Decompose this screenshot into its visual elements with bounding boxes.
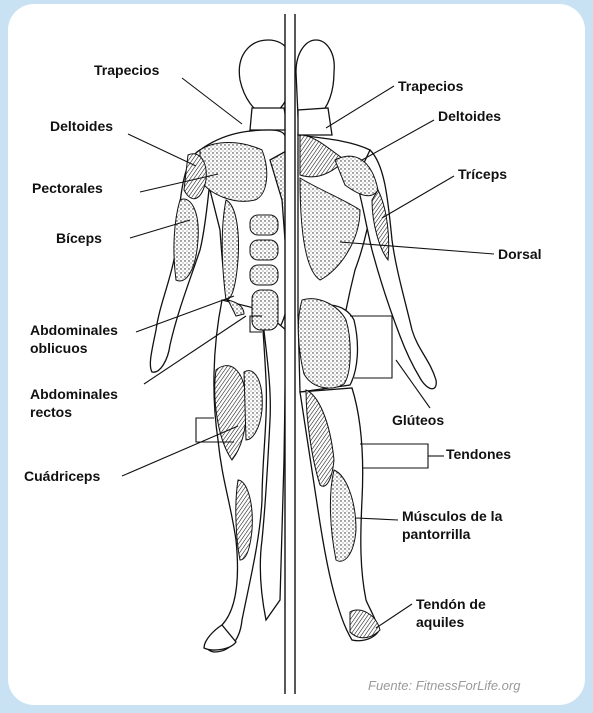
label-abdominales-oblicuos-line2: oblicuos xyxy=(30,340,88,357)
label-cuadriceps: Cuádriceps xyxy=(24,468,100,485)
label-dorsal: Dorsal xyxy=(498,246,542,263)
label-biceps: Bíceps xyxy=(56,230,102,247)
leader-dorsal xyxy=(340,242,494,254)
label-pantorrilla-line2: pantorrilla xyxy=(402,526,470,543)
front-body-figure xyxy=(150,40,293,652)
label-tendones: Tendones xyxy=(446,446,511,463)
label-abdominales-rectos-line2: rectos xyxy=(30,404,72,421)
label-deltoides-front: Deltoides xyxy=(50,118,113,135)
label-abdominales-oblicuos-line1: Abdominales xyxy=(30,322,118,339)
label-abdominales-rectos-line1: Abdominales xyxy=(30,386,118,403)
label-trapecios-back: Trapecios xyxy=(398,78,463,95)
leader-triceps xyxy=(382,176,454,218)
figure-panel: Trapecios Deltoides Pectorales Bíceps Ab… xyxy=(8,4,585,705)
label-gluteos: Glúteos xyxy=(392,412,444,429)
leader-aquiles xyxy=(376,604,412,628)
label-pectorales: Pectorales xyxy=(32,180,103,197)
label-aquiles-line1: Tendón de xyxy=(416,596,486,613)
leader-deltoides-back xyxy=(362,120,434,160)
bracket-tendones xyxy=(360,444,428,468)
leader-trapecios-back xyxy=(326,86,394,128)
label-pantorrilla-line1: Músculos de la xyxy=(402,508,502,525)
center-divider xyxy=(285,14,295,694)
leader-trapecios-front xyxy=(182,78,242,124)
label-deltoides-back: Deltoides xyxy=(438,108,501,125)
source-caption: Fuente: FitnessForLife.org xyxy=(368,678,520,693)
leader-deltoides-front xyxy=(128,134,196,166)
label-triceps: Tríceps xyxy=(458,166,507,183)
label-aquiles-line2: aquiles xyxy=(416,614,464,631)
leader-pantorrilla xyxy=(356,518,398,520)
label-trapecios-front: Trapecios xyxy=(94,62,159,79)
